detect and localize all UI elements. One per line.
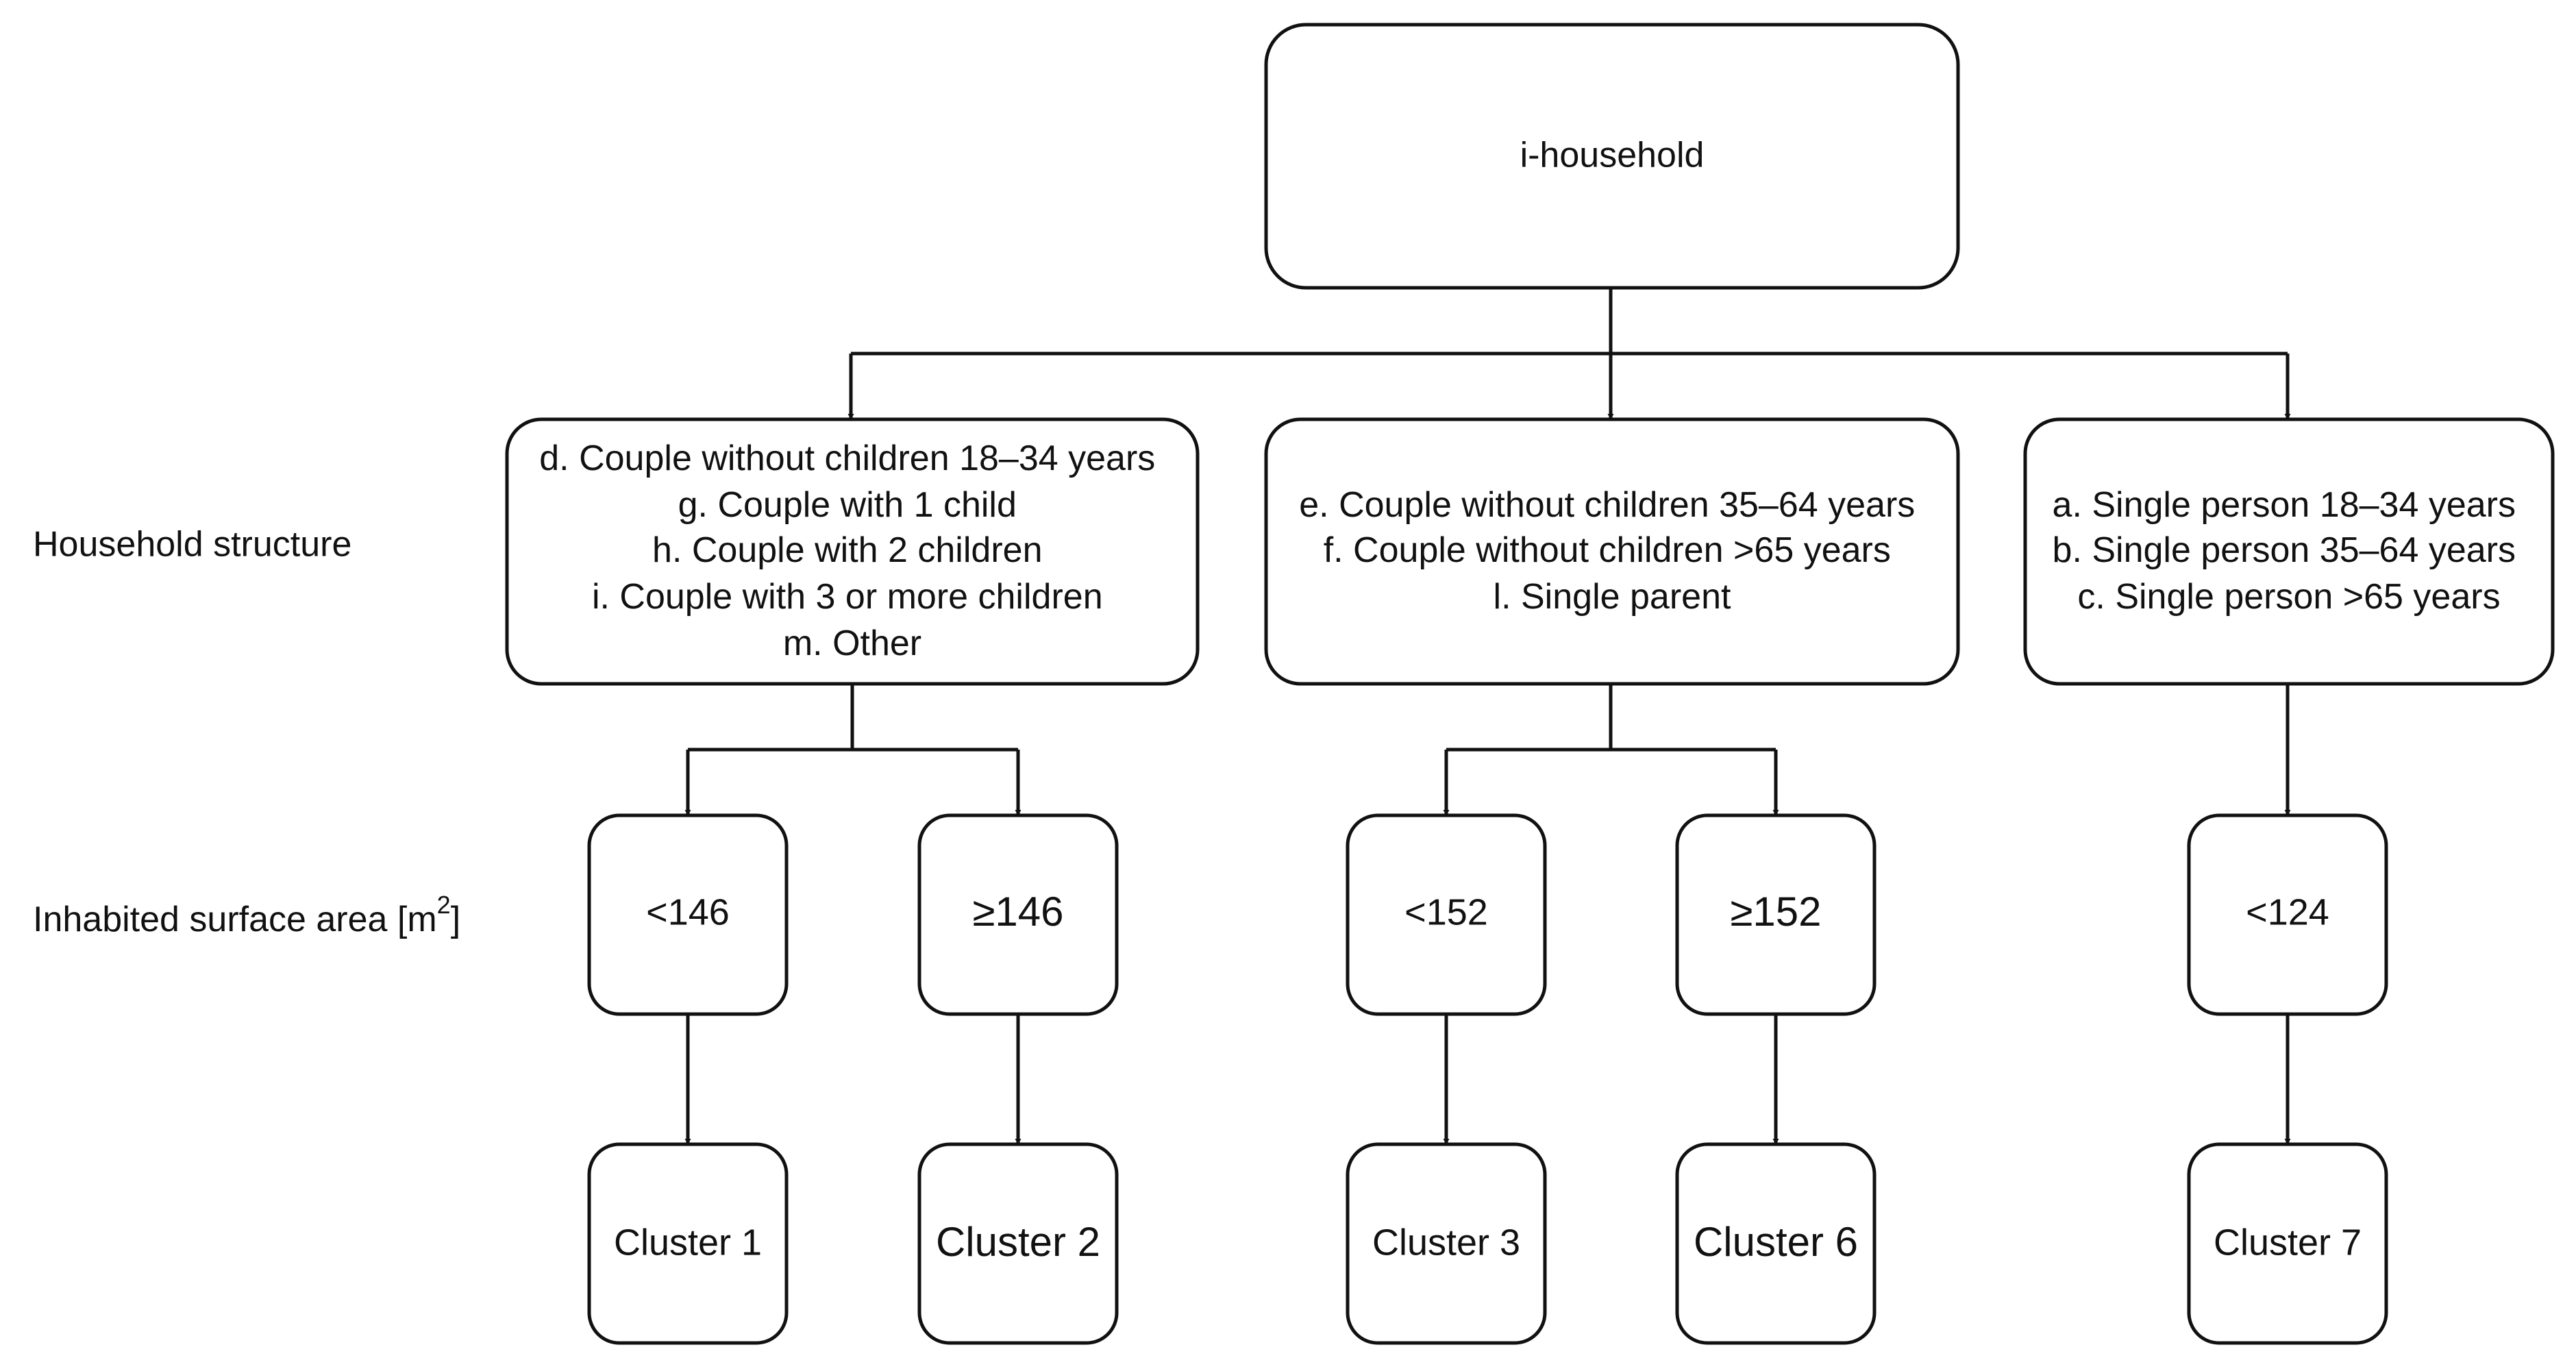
threshold-node-ge146: ≥146 xyxy=(917,813,1119,1016)
threshold-ge152-label: ≥152 xyxy=(1730,889,1821,935)
group-1-line-1: d. Couple without children 18–34 years xyxy=(539,439,1155,478)
connectors xyxy=(684,288,2291,1145)
threshold-ge146-label: ≥146 xyxy=(972,889,1063,935)
connector-root-bus xyxy=(851,288,2288,356)
threshold-lt146-label: <146 xyxy=(646,891,730,933)
svg-text:d. Couple without children 18–: d. Couple without children 18–34 years g… xyxy=(539,439,1165,663)
group-1-line-3: h. Couple with 2 children xyxy=(652,530,1042,570)
cluster-node-3: Cluster 3 xyxy=(1346,1142,1547,1345)
cluster-7-label: Cluster 7 xyxy=(2214,1222,2362,1263)
group-1-line-4: i. Couple with 3 or more children xyxy=(592,577,1103,617)
cluster-node-1: Cluster 1 xyxy=(587,1142,789,1345)
threshold-lt124-label: <124 xyxy=(2246,891,2329,933)
cluster-6-label: Cluster 6 xyxy=(1694,1219,1858,1265)
group-1-line-2: g. Couple with 1 child xyxy=(678,485,1017,525)
row-label-household-structure: Household structure xyxy=(33,525,351,565)
threshold-node-lt152: <152 xyxy=(1346,813,1547,1016)
threshold-node-lt146: <146 xyxy=(587,813,789,1016)
cluster-node-2: Cluster 2 xyxy=(917,1142,1119,1345)
group-3-line-1: a. Single person 18–34 years xyxy=(2053,485,2516,525)
threshold-node-lt124: <124 xyxy=(2187,813,2388,1016)
root-node: i-household xyxy=(1264,23,1960,290)
threshold-node-ge152: ≥152 xyxy=(1675,813,1877,1016)
connector-group-2-split xyxy=(1446,684,1776,752)
svg-text:a. Single person 18–34 years: a. Single person 18–34 years b. Single p… xyxy=(2053,485,2526,617)
group-2-line-3: l. Single parent xyxy=(1494,577,1731,617)
group-3-line-3: c. Single person >65 years xyxy=(2077,577,2500,617)
cluster-1-label: Cluster 1 xyxy=(614,1222,762,1263)
household-group-2: e. Couple without children 35–64 years f… xyxy=(1264,417,1960,686)
row-label-surface-area: Inhabited surface area [m2] xyxy=(33,891,460,939)
household-group-1: d. Couple without children 18–34 years g… xyxy=(505,417,1200,686)
surface-area-label-text: Inhabited surface area [m xyxy=(33,900,437,939)
group-3-line-2: b. Single person 35–64 years xyxy=(2053,530,2516,570)
connector-group-1-split xyxy=(688,684,1018,752)
cluster-2-label: Cluster 2 xyxy=(936,1219,1100,1265)
group-2-line-2: f. Couple without children >65 years xyxy=(1324,530,1891,570)
group-2-line-1: e. Couple without children 35–64 years xyxy=(1299,485,1915,525)
cluster-node-7: Cluster 7 xyxy=(2187,1142,2388,1345)
root-node-label: i-household xyxy=(1520,136,1705,175)
group-1-line-5: m. Other xyxy=(783,624,921,663)
surface-area-label-close: ] xyxy=(451,900,460,939)
threshold-lt152-label: <152 xyxy=(1404,891,1488,933)
svg-text:e. Couple without children 35–: e. Couple without children 35–64 years f… xyxy=(1299,485,1924,617)
household-group-3: a. Single person 18–34 years b. Single p… xyxy=(2023,417,2555,686)
surface-area-label-exponent: 2 xyxy=(437,891,451,919)
cluster-node-6: Cluster 6 xyxy=(1675,1142,1877,1345)
cluster-3-label: Cluster 3 xyxy=(1372,1222,1520,1263)
